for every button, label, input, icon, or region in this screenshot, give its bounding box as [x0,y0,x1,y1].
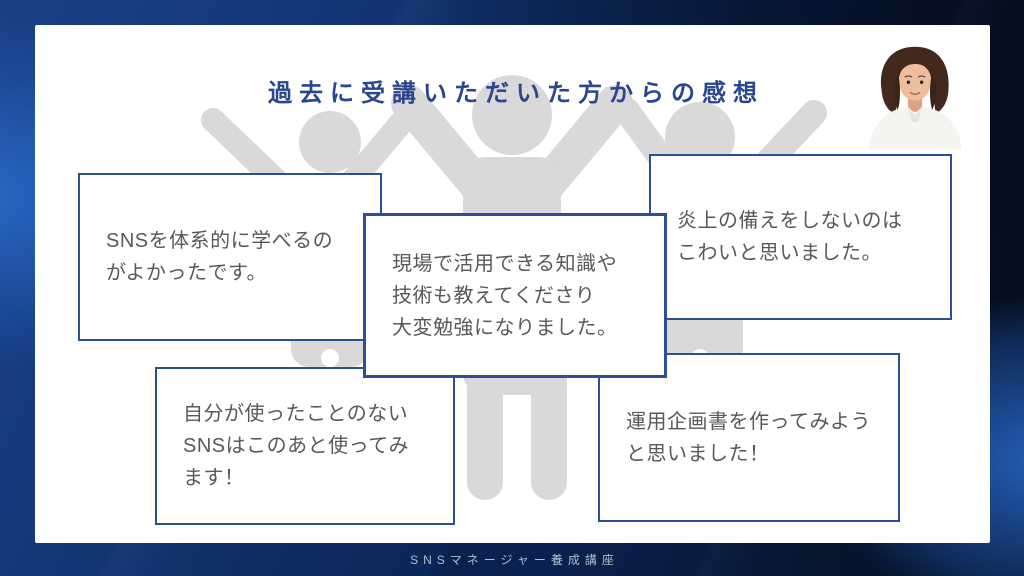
testimonial-text: SNSを体系的に学べるの がよかったです。 [106,230,334,284]
testimonial-text: 炎上の備えをしないのは こわいと思いました。 [677,210,903,264]
testimonial-box-bottom-right: 運用企画書を作ってみよう と思いました！ [598,353,900,522]
instructor-photo [854,42,976,150]
slide-card: 過去に受講いただいた方からの感想 SNS [35,25,990,543]
testimonial-box-center: 現場で活用できる知識や 技術も教えてくださり 大変勉強になりました。 [363,213,667,378]
testimonial-box-bottom-left: 自分が使ったことのない SNSはこのあと使ってみ ます！ [155,367,455,525]
footer-course-name: SNSマネージャー養成講座 [410,553,619,567]
testimonial-text: 運用企画書を作ってみよう と思いました！ [626,410,871,465]
testimonial-text: 現場で活用できる知識や 技術も教えてくださり 大変勉強になりました。 [392,252,618,339]
slide-title: 過去に受講いただいた方からの感想 [268,80,764,107]
testimonial-box-top-left: SNSを体系的に学べるの がよかったです。 [78,173,382,341]
testimonial-box-top-right: 炎上の備えをしないのは こわいと思いました。 [649,154,952,320]
testimonial-text: 自分が使ったことのない SNSはこのあと使ってみ ます！ [183,403,410,489]
